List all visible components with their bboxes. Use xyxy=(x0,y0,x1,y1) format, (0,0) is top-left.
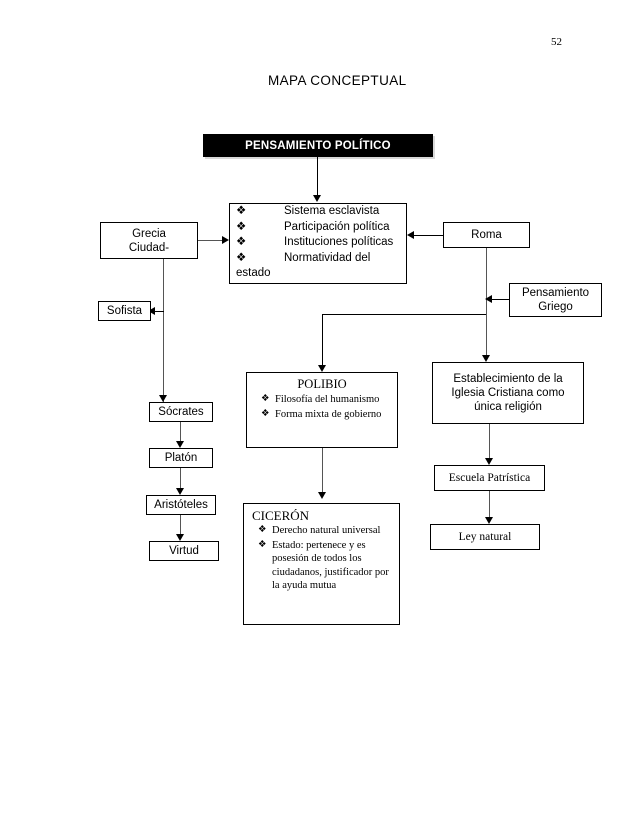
arrowhead-polibio xyxy=(318,365,326,372)
diamond-bullet-icon: ❖ xyxy=(236,220,247,233)
node-roma: Roma xyxy=(443,222,530,248)
connector-roma-center xyxy=(412,235,444,237)
list-item: ❖ Participación política xyxy=(230,220,406,236)
node-pensamiento-griego-line1: Pensamiento xyxy=(521,287,590,299)
list-item: ❖ Filosofía del humanismo xyxy=(247,393,397,407)
node-aristoteles: Aristóteles xyxy=(146,495,216,515)
node-pensamiento-griego-line2: Griego xyxy=(538,301,573,313)
node-virtud: Virtud xyxy=(149,541,219,561)
node-polibio: POLIBIO ❖ Filosofía del humanismo ❖ Form… xyxy=(246,372,398,448)
connector-banner-center xyxy=(317,156,319,195)
node-socrates-label: Sócrates xyxy=(158,406,204,418)
arrowhead-establecimiento xyxy=(482,355,490,362)
connector-escuela-leynatural xyxy=(489,491,491,517)
node-sofista: Sofista xyxy=(98,301,151,321)
connector-aristoteles-virtud xyxy=(180,515,182,534)
list-item-label: Estado: pertenece y es posesión de todos… xyxy=(272,539,389,592)
node-grecia-line2: Ciudad- xyxy=(128,241,170,254)
connector-trunk-sofista xyxy=(152,311,164,313)
list-item-label: Normatividad del xyxy=(284,251,371,264)
node-socrates: Sócrates xyxy=(149,402,213,422)
connector-platon-aristoteles xyxy=(180,468,182,488)
arrowhead-virtud xyxy=(176,534,184,541)
connector-polibio-ciceron xyxy=(322,448,324,492)
arrowhead-roma-center xyxy=(407,231,414,239)
arrowhead-pgriego-roma xyxy=(485,295,492,303)
diamond-bullet-icon: ❖ xyxy=(261,408,270,419)
banner-pensamiento-politico: PENSAMIENTO POLÍTICO xyxy=(203,134,433,157)
list-item-label: Sistema esclavista xyxy=(284,205,380,217)
node-platon: Platón xyxy=(149,448,213,468)
diamond-bullet-icon: ❖ xyxy=(261,394,270,404)
diamond-bullet-icon: ❖ xyxy=(258,525,267,535)
node-aristoteles-label: Aristóteles xyxy=(154,499,208,511)
node-grecia-line1: Grecia xyxy=(132,227,166,240)
arrowhead-banner-center xyxy=(313,195,321,202)
page-title: MAPA CONCEPTUAL xyxy=(268,73,407,88)
list-item: ❖ Forma mixta de gobierno xyxy=(247,408,397,422)
node-escuela-patristica-label: Escuela Patrística xyxy=(448,472,531,484)
banner-label: PENSAMIENTO POLÍTICO xyxy=(245,139,391,152)
node-ley-natural-label: Ley natural xyxy=(458,531,512,543)
node-sofista-label: Sofista xyxy=(106,305,143,317)
node-polibio-heading: POLIBIO xyxy=(297,377,347,391)
node-grecia: Grecia Ciudad- xyxy=(100,222,198,259)
diamond-bullet-icon: ❖ xyxy=(236,251,247,264)
list-item: ❖ Normatividad del xyxy=(230,251,406,267)
node-ciceron: CICERÓN ❖ Derecho natural universal ❖ Es… xyxy=(243,503,400,625)
connector-elbow-horizontal xyxy=(322,314,486,316)
arrowhead-grecia-center xyxy=(222,236,229,244)
connector-elbow-vertical xyxy=(322,314,324,365)
node-establecimiento-label: Establecimiento de la Iglesia Cristiana … xyxy=(451,373,565,413)
page-number: 52 xyxy=(551,36,562,48)
list-item-wrap-tail: estado xyxy=(236,267,271,279)
list-item-label: Instituciones políticas xyxy=(284,236,394,248)
connector-pgriego-roma xyxy=(490,299,510,301)
arrowhead-platon xyxy=(176,441,184,448)
arrowhead-ciceron xyxy=(318,492,326,499)
arrowhead-aristoteles xyxy=(176,488,184,495)
node-establecimiento-iglesia: Establecimiento de la Iglesia Cristiana … xyxy=(432,362,584,424)
node-platon-label: Platón xyxy=(164,452,198,464)
node-center-list: ❖ Sistema esclavista ❖ Participación pol… xyxy=(229,203,407,284)
connector-establecimiento-escuela xyxy=(489,424,491,458)
list-item-label: Filosofía del humanismo xyxy=(275,394,380,405)
list-item: ❖ Derecho natural universal xyxy=(244,524,399,538)
arrowhead-sofista xyxy=(148,307,155,315)
node-virtud-label: Virtud xyxy=(169,545,199,557)
list-item: ❖ Instituciones políticas xyxy=(230,235,406,251)
node-ley-natural: Ley natural xyxy=(430,524,540,550)
diamond-bullet-icon: ❖ xyxy=(236,205,247,217)
connector-grecia-trunk xyxy=(163,259,165,402)
list-item: ❖ Sistema esclavista xyxy=(230,204,406,220)
node-pensamiento-griego: Pensamiento Griego xyxy=(509,283,602,317)
diamond-bullet-icon: ❖ xyxy=(236,236,247,248)
connector-grecia-center xyxy=(198,240,222,242)
node-escuela-patristica: Escuela Patrística xyxy=(434,465,545,491)
node-ciceron-heading: CICERÓN xyxy=(252,508,310,523)
diamond-bullet-icon: ❖ xyxy=(258,539,267,550)
connector-socrates-platon xyxy=(180,422,182,441)
list-item-label: Participación política xyxy=(284,220,390,233)
arrowhead-socrates xyxy=(159,395,167,402)
arrowhead-leynatural xyxy=(485,517,493,524)
list-item-label: Forma mixta de gobierno xyxy=(275,408,382,420)
list-item-label: Derecho natural universal xyxy=(272,525,381,536)
node-roma-label: Roma xyxy=(471,229,502,241)
arrowhead-escuela xyxy=(485,458,493,465)
list-item: ❖ Estado: pertenece y es posesión de tod… xyxy=(244,539,399,593)
